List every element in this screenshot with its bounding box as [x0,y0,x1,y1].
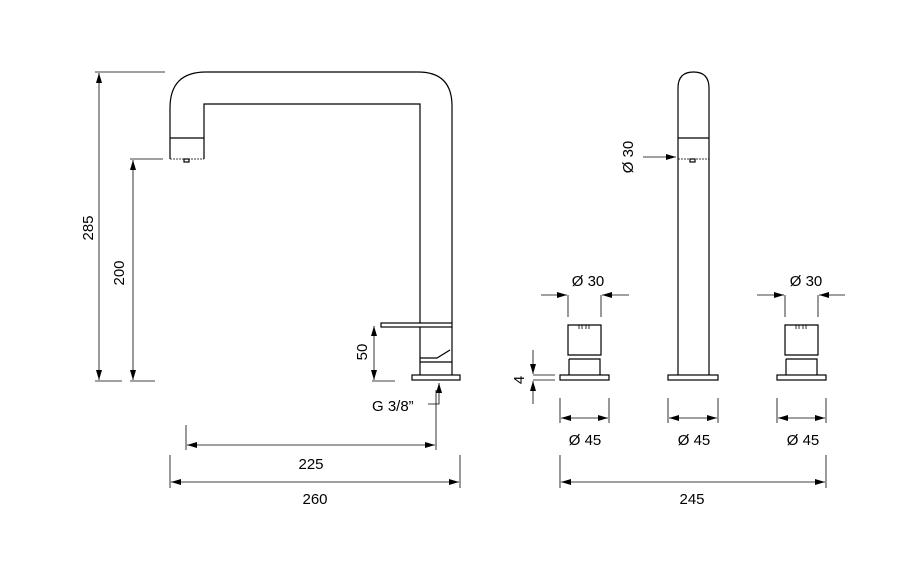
lever [380,322,453,328]
dimension-spout-diameter: Ø 30 [620,141,676,174]
label-260: 260 [302,491,327,508]
label-base-right: Ø 45 [787,432,820,449]
dimension-right-handle-diameter: Ø 30 [757,273,845,317]
label-thread: G 3/8” [372,398,414,415]
dimension-245: 245 [559,455,827,508]
front-view-spout [667,71,719,381]
label-200: 200 [111,260,128,285]
label-base-center: Ø 45 [678,432,711,449]
label-left-handle-diameter: Ø 30 [572,273,605,290]
dimension-260: 260 [169,455,461,508]
right-handle [776,324,827,381]
label-225: 225 [298,456,323,473]
dimension-285: 285 [80,71,165,382]
label-285: 285 [80,215,97,240]
thread-callout: G 3/8” [372,383,442,415]
left-handle [559,324,610,381]
label-50: 50 [354,344,371,361]
label-spout-diameter: Ø 30 [620,141,637,174]
dimension-50: 50 [354,326,395,382]
label-245: 245 [679,491,704,508]
label-base-left: Ø 45 [569,432,602,449]
dimension-base-diameters: Ø 45 Ø 45 Ø 45 [559,398,827,449]
dimension-225: 225 [185,390,437,473]
label-4: 4 [511,376,528,384]
dimension-base-thickness: 4 [511,350,555,404]
dimension-200: 200 [111,158,163,382]
dimension-left-handle-diameter: Ø 30 [541,273,629,317]
label-right-handle-diameter: Ø 30 [790,273,823,290]
base-plate [411,374,461,381]
side-view-faucet [169,71,461,381]
